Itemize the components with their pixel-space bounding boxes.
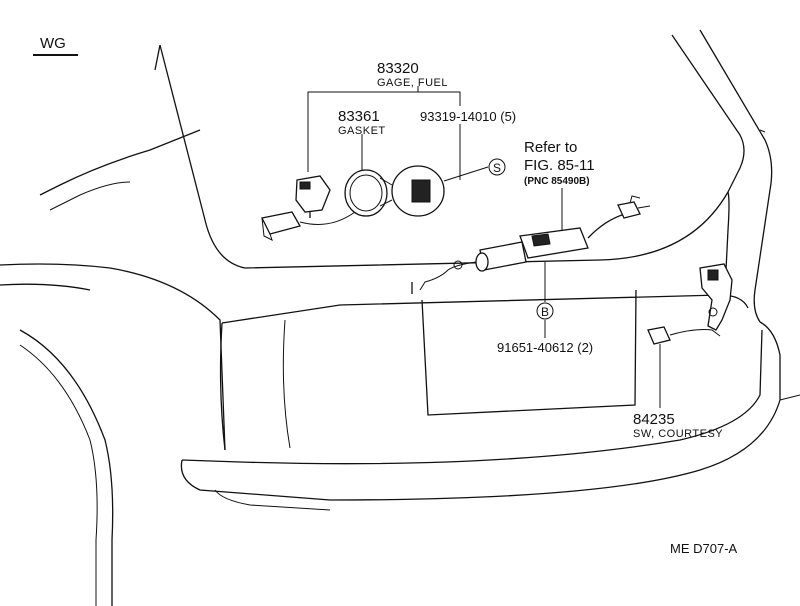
gasket-ring [344,169,388,217]
rear-window-frame [159,34,745,269]
left-pillar-top [154,44,161,71]
latch-rod [587,213,626,239]
wheel-arch-outer [19,329,114,606]
side-panel-top [39,129,201,196]
bumper-right-edge [779,394,800,401]
courtesy-switch-number: 84235 [633,411,675,428]
latch-connector-pin [629,195,641,204]
side-panel-crease [49,181,131,211]
courtesy-switch-top [707,269,719,281]
gage-wire [299,211,356,225]
latch-connector-wire [637,205,651,209]
latch-housing [519,227,589,259]
rear-panel-inner-line [282,319,291,449]
fuel-gage-callout [307,91,461,172]
rear-corner-line [219,322,226,451]
gasket-name: GASKET [338,125,386,137]
gage-sender-terminal [299,181,311,190]
gage-connector-side [261,217,273,241]
courtesy-switch-assembly [647,263,733,408]
bolt-symbol-circle [536,302,554,320]
wheel-arch-inner [19,344,98,606]
side-body-line [0,263,226,451]
bumper-outer [180,321,781,501]
gage-body-center [411,179,431,203]
latch-clip [453,260,463,270]
body-tick [759,129,766,133]
gage-sender-bracket [295,175,331,213]
license-plate-recess [421,289,637,416]
reference-line1: Refer to [524,139,577,156]
fuel-gage-name: GAGE, FUEL [377,77,448,89]
lock-cylinder-face [475,252,489,272]
latch-cable [419,261,477,291]
side-body-line-2 [0,283,91,291]
bumper-top [181,329,763,465]
reference-line2: FIG. 85-11 [524,157,595,174]
screw-leader [443,166,489,182]
fuel-gage-assembly: S [261,158,506,241]
fuel-gage-number: 83320 [377,60,419,77]
latch-connector [617,201,641,219]
hatch-right-edge [699,29,773,323]
courtesy-wire [669,329,721,337]
gasket-ring-inner [349,174,383,212]
screw-symbol: S [493,161,501,175]
bolt-symbol: B [541,305,549,319]
footer-code: ME D707-A [670,541,738,556]
latch-block [531,233,551,247]
reference-line3: (PNC 85490B) [524,176,590,187]
bumper-bottom [214,489,331,511]
hatch-lower-line [221,294,749,324]
header-code: WG [40,35,66,52]
hatch-side-line [723,191,730,311]
courtesy-connector [647,326,671,345]
screw-symbol-circle [488,158,506,176]
vehicle-body [0,29,800,606]
screw-number: 93319-14010 (5) [420,109,516,124]
courtesy-switch-hole [708,307,718,317]
courtesy-switch-name: SW, COURTESY [633,428,723,440]
gage-body-tabs [379,177,393,207]
gage-connector [261,211,301,235]
gasket-number: 83361 [338,108,380,125]
latch-assembly: B [411,188,651,338]
bolt-number: 91651-40612 (2) [497,340,593,355]
